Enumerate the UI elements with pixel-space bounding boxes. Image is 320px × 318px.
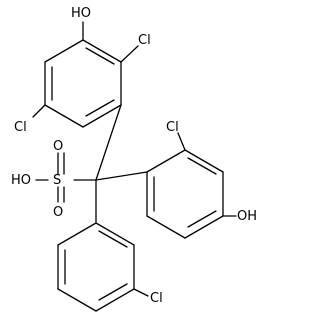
chlorine-left-label: Cl — [14, 120, 27, 135]
oxygen-bottom-label: O — [53, 205, 63, 220]
sulfur-label: S — [53, 173, 61, 188]
chlorine-mid-right-label: Cl — [166, 120, 179, 135]
structure-svg: HO Cl Cl Cl OH HO S O O Cl — [11, 6, 257, 312]
central-carbon-bonds — [73, 104, 148, 224]
sulfonyl-double-bonds — [57, 152, 65, 203]
ring-right — [146, 149, 224, 239]
chlorine-top-right-label: Cl — [138, 33, 151, 48]
sulfonic-hydroxyl-label: HO — [11, 173, 31, 188]
molecule-diagram: HO Cl Cl Cl OH HO S O O Cl — [11, 6, 257, 312]
chlorine-bottom-label: Cl — [150, 291, 163, 306]
ring-bottom — [57, 222, 135, 312]
substituent-bonds — [32, 21, 237, 297]
oxygen-top-label: O — [53, 139, 63, 154]
hydroxyl-right-label: OH — [237, 209, 257, 224]
ring-top — [44, 39, 122, 128]
hydroxyl-top-label: HO — [71, 6, 91, 21]
